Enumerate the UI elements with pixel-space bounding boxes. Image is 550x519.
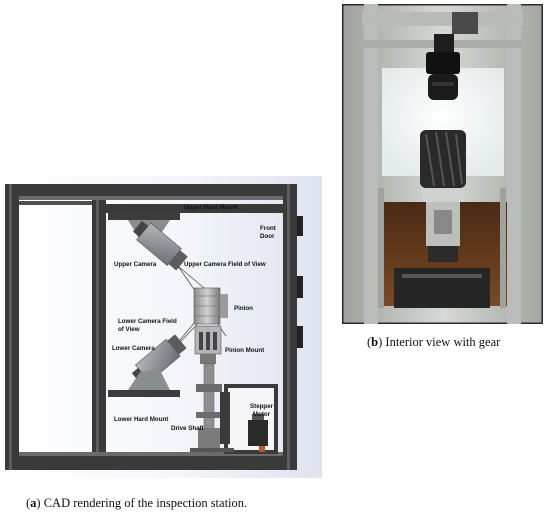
caption-b: (b) Interior view with gear [367,335,501,349]
stepper-motor-housing [220,384,278,454]
base-plate [190,448,234,452]
front-door-hinges [297,216,303,348]
label-drive-shaft: Drive Shaft [171,425,204,432]
cad-drawing [0,176,322,478]
photo-upper-camera [426,34,460,100]
label-lower-hard-mount: Lower Hard Mount [114,416,169,423]
caption-b-text: Interior view with gear [385,335,501,349]
label-upper-camera: Upper Camera [114,261,157,268]
label-pinion-mount: Pinion Mount [225,347,265,354]
label-upper-hard-mount: Upper Hard Mount [184,204,238,211]
pinion-gear [193,287,228,325]
label-stepper-motor: Stepper Motor [250,403,274,418]
photo-gear [420,130,466,188]
interior-photo-drawing [340,2,545,326]
label-pinion: Pinion [234,305,253,312]
upper-camera [133,220,188,271]
photo-pinion-mount [422,188,464,262]
interior-photo [340,2,545,326]
label-lower-camera-fov: Lower Camera Field of View [118,318,177,333]
label-lower-camera: Lower Camera [112,345,155,352]
caption-a-text: CAD rendering of the inspection station. [43,496,248,510]
drive-shaft [196,363,222,453]
caption-a: (a) CAD rendering of the inspection stat… [26,496,248,510]
top-bracket [452,12,478,34]
label-front-door: Front Door [260,225,276,240]
caption-b-tag: b [371,335,379,349]
cad-rendering [0,176,322,478]
caption-a-tag: a [30,496,37,510]
lower-hard-mount [108,370,180,397]
label-upper-camera-fov: Upper Camera Field of View [184,261,266,268]
aluminum-frame [5,184,297,470]
pinion-mount [194,325,222,364]
